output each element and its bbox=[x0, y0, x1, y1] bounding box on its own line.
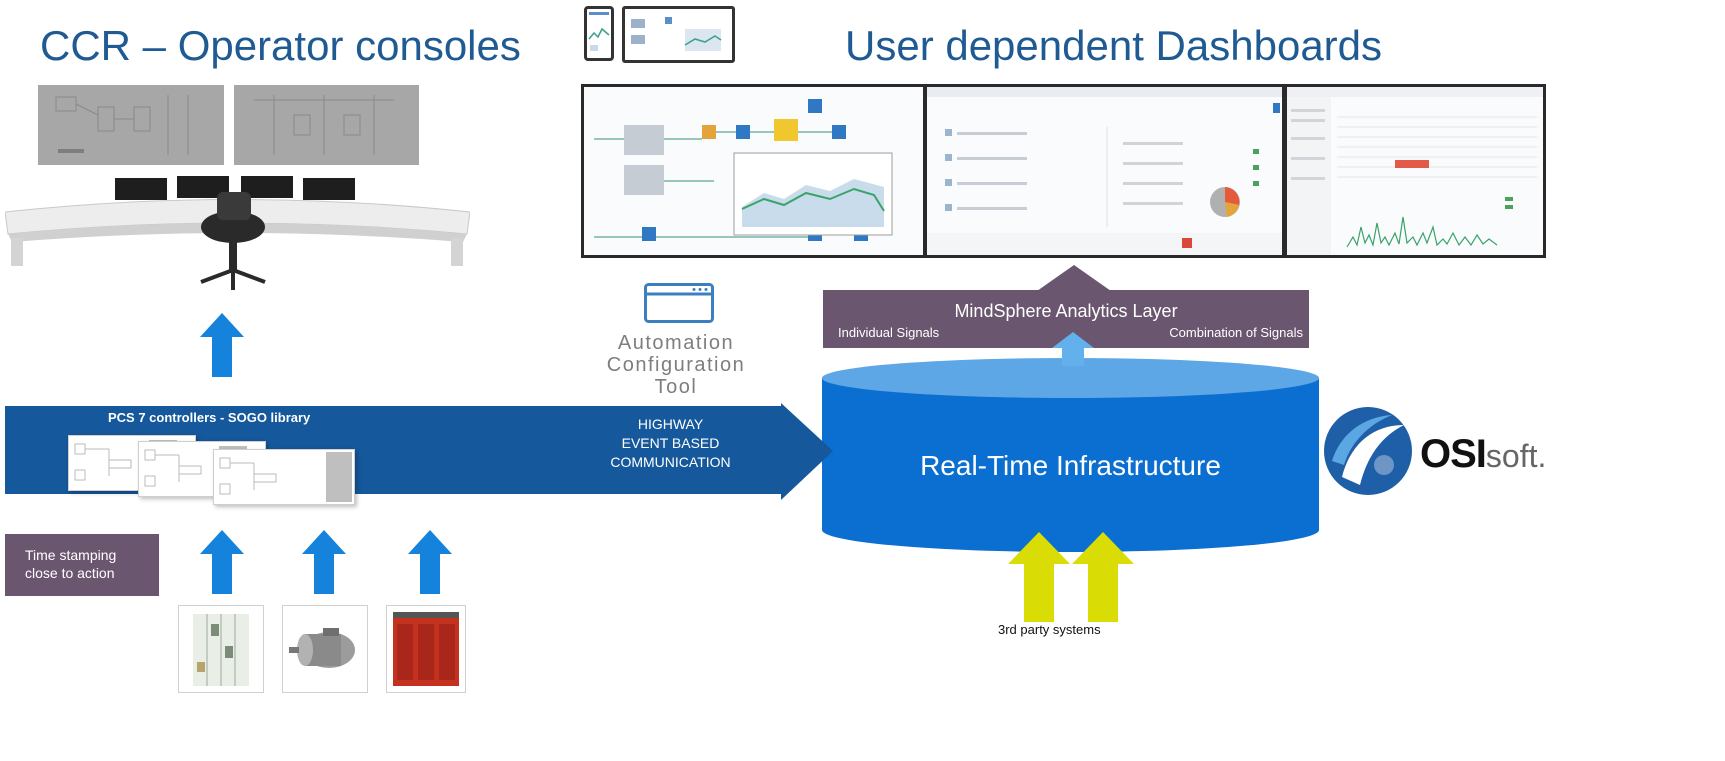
pcs7-label: PCS 7 controllers - SOGO library bbox=[108, 410, 311, 425]
up-arrow-device-1 bbox=[200, 530, 244, 599]
up-arrow-to-dashboards bbox=[1037, 265, 1111, 296]
timestamp-line-1: Time stamping bbox=[25, 547, 117, 563]
electric-motor-image bbox=[282, 605, 368, 693]
yellow-up-arrow-1 bbox=[1008, 532, 1070, 627]
dashboard-screenshot-alerts bbox=[924, 84, 1285, 258]
dashboard-screenshot-process bbox=[581, 84, 926, 258]
timestamp-box: Time stamping close to action bbox=[5, 534, 159, 596]
dashboard-screenshot-trends bbox=[1284, 84, 1546, 258]
mindsphere-box: MindSphere Analytics Layer Individual Si… bbox=[823, 290, 1309, 348]
act-label: Automation Configuration Tool bbox=[560, 332, 792, 398]
osisoft-wordmark-light: soft. bbox=[1485, 438, 1547, 474]
tablet-device-thumbnail bbox=[622, 6, 735, 63]
act-label-line-1: Automation bbox=[617, 332, 735, 354]
combination-signals-label: Combination of Signals bbox=[1169, 325, 1303, 340]
mobile-device-thumbnail bbox=[584, 6, 614, 61]
act-label-line-3: Tool bbox=[654, 376, 698, 398]
timestamp-label: Time stamping close to action bbox=[25, 546, 116, 582]
mindsphere-title: MindSphere Analytics Layer bbox=[954, 301, 1178, 321]
individual-signals-label: Individual Signals bbox=[838, 325, 940, 340]
switchgear-cabinet-image bbox=[178, 605, 264, 693]
osisoft-wordmark-bold: OSI bbox=[1420, 432, 1487, 476]
faceplate-card bbox=[213, 449, 355, 505]
transformer-image bbox=[386, 605, 466, 693]
window-icon bbox=[644, 283, 714, 328]
third-party-label: 3rd party systems bbox=[998, 622, 1101, 637]
operator-console-desk bbox=[4, 172, 471, 302]
highway-label-line-2: EVENT BASED bbox=[621, 435, 720, 451]
osisoft-logo-icon bbox=[1322, 405, 1414, 502]
up-arrow-to-ccr bbox=[200, 313, 244, 382]
dashboards-title: User dependent Dashboards bbox=[845, 22, 1383, 69]
operator-screen-right bbox=[234, 85, 419, 165]
act-label-line-2: Configuration bbox=[606, 354, 746, 376]
yellow-up-arrow-2 bbox=[1072, 532, 1134, 627]
highway-label-line-1: HIGHWAY bbox=[637, 416, 704, 432]
ccr-title: CCR – Operator consoles bbox=[40, 22, 521, 69]
rti-cylinder bbox=[822, 358, 1319, 559]
up-arrow-to-mindsphere bbox=[1052, 332, 1094, 371]
rti-label: Real-Time Infrastructure bbox=[920, 450, 1221, 481]
osisoft-wordmark: OSIsoft. bbox=[1420, 432, 1546, 477]
up-arrow-device-2 bbox=[302, 530, 346, 599]
timestamp-line-2: close to action bbox=[25, 565, 115, 581]
up-arrow-device-3 bbox=[408, 530, 452, 599]
highway-label-line-3: COMMUNICATION bbox=[610, 454, 731, 470]
operator-screen-left bbox=[38, 85, 224, 165]
highway-label: HIGHWAY EVENT BASED COMMUNICATION bbox=[588, 415, 753, 472]
